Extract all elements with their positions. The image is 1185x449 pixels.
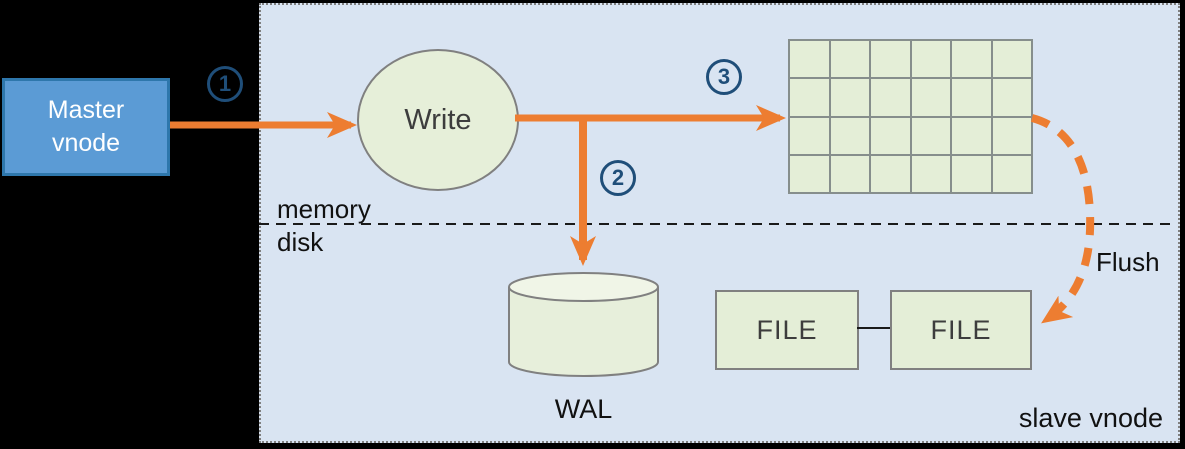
- mem-table-cell: [952, 41, 991, 78]
- mem-table-cell: [830, 117, 869, 154]
- mem-table-cell: [952, 117, 991, 154]
- step-badge-1: 1: [207, 66, 243, 102]
- memory-label: memory: [277, 194, 371, 224]
- mem-table-cell: [911, 155, 950, 192]
- mem-table-cell: [992, 155, 1031, 192]
- file-box-1-label: FILE: [756, 314, 818, 345]
- mem-table-cell: [790, 79, 829, 116]
- disk-label: disk: [277, 227, 324, 257]
- write-node: Write: [357, 49, 519, 191]
- mem-table-cell: [830, 155, 869, 192]
- mem-table-cell: [871, 41, 910, 78]
- mem-table-cell: [830, 79, 869, 116]
- mem-table-cell: [992, 79, 1031, 116]
- slave-vnode-label: slave vnode: [1018, 403, 1163, 433]
- mem-table-cell: [911, 41, 950, 78]
- file-box-1: FILE: [715, 290, 859, 370]
- mem-table-cell: [871, 155, 910, 192]
- mem-table-cell: [830, 41, 869, 78]
- mem-table: [788, 39, 1033, 194]
- mem-table-cell: [911, 117, 950, 154]
- mem-table-cell: [790, 155, 829, 192]
- mem-table-cell: [952, 155, 991, 192]
- write-node-label: Write: [404, 103, 472, 136]
- mem-table-cell: [992, 117, 1031, 154]
- step-badge-2-number: 2: [611, 165, 625, 190]
- step-badge-2: 2: [600, 160, 636, 196]
- step-badge-3: 3: [706, 59, 742, 95]
- mem-table-cell: [992, 41, 1031, 78]
- mem-table-cell: [790, 117, 829, 154]
- master-vnode-box: Master vnode: [2, 78, 170, 176]
- flush-label: Flush: [1096, 247, 1160, 277]
- mem-table-cell: [790, 41, 829, 78]
- step-badge-3-number: 3: [717, 64, 731, 89]
- master-vnode-label: Master vnode: [47, 96, 125, 157]
- step-badge-1-number: 1: [218, 71, 232, 96]
- wal-label: WAL: [554, 394, 613, 424]
- mem-table-cell: [871, 79, 910, 116]
- mem-table-cell: [871, 117, 910, 154]
- file-box-2: FILE: [890, 290, 1032, 370]
- mem-table-cell: [911, 79, 950, 116]
- mem-table-cell: [952, 79, 991, 116]
- file-box-2-label: FILE: [930, 314, 992, 345]
